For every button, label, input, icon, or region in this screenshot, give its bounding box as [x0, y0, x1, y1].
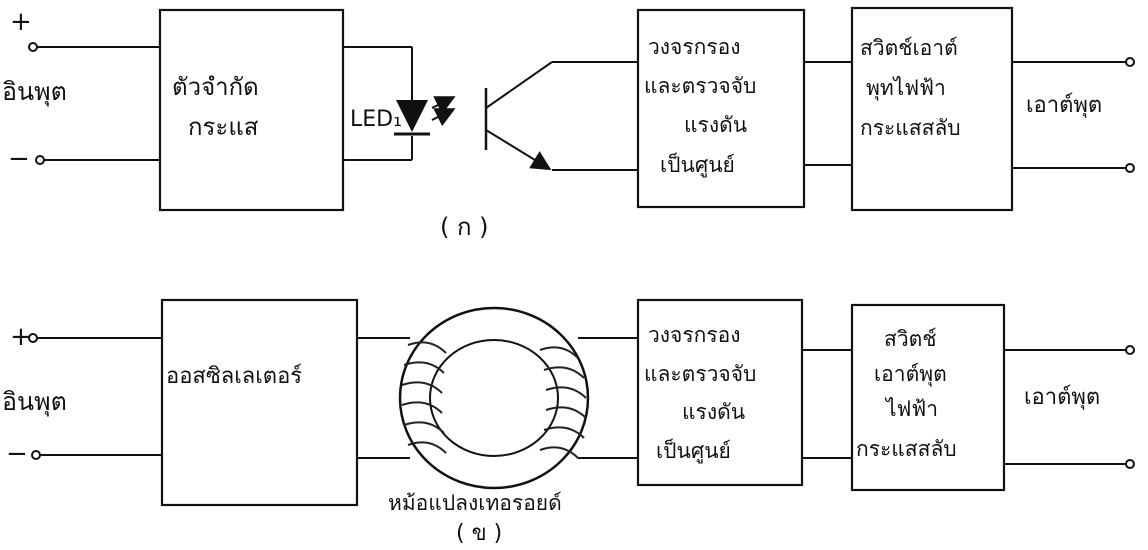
zero-detect-a-line4: เป็นศูนย์ [660, 151, 735, 178]
output-label-b: เอาต์พุต [1024, 385, 1100, 410]
zero-detect-a-line3: แรงดัน [684, 113, 747, 137]
output-terminal-bottom-a [1125, 163, 1135, 173]
input-plus-a: + [10, 7, 32, 37]
zero-detect-a-line2: และตรวจจับ [644, 74, 756, 98]
input-terminal-minus-b [31, 450, 41, 460]
output-terminal-top-a [1125, 57, 1135, 67]
ac-switch-b-line3: ไฟฟ้า [884, 397, 938, 421]
output-label-a: เอาต์พุต [1026, 93, 1102, 118]
diagram-b: + อินพุต − ออสซิลเลเตอร์ หม้อแปลงเทอรอยด… [2, 298, 1135, 546]
toroidal-transformer-icon [398, 306, 590, 490]
input-minus-a: − [8, 144, 30, 174]
zero-detect-a-line1: วงจรกรอง [648, 35, 741, 59]
output-terminal-top-b [1125, 345, 1135, 355]
input-plus-b: + [10, 322, 32, 352]
zero-detect-block-b [636, 298, 804, 487]
input-minus-b: − [6, 439, 28, 469]
input-label-a: อินพุต [2, 77, 67, 107]
caption-b: ( ข ) [456, 521, 502, 546]
diagram-a: + อินพุต − ตัวจำกัด กระแส LED₁ [2, 6, 1135, 241]
current-limiter-label-line1: ตัวจำกัด [172, 73, 259, 101]
input-terminal-plus-b [28, 333, 38, 343]
oscillator-label: ออสซิลเลเตอร์ [166, 364, 302, 389]
phototransistor-icon [484, 61, 553, 171]
ac-switch-a-line2: พุทไฟฟ้า [866, 76, 946, 101]
ac-switch-a-line3: กระแสสลับ [860, 116, 961, 140]
ac-switch-a-line1: สวิตช์เอาต์ [860, 36, 958, 60]
led-icon [394, 96, 456, 136]
input-label-b: อินพุต [2, 387, 67, 417]
zero-detect-b-line2: และตรวจจับ [644, 362, 756, 386]
current-limiter-label-line2: กระแส [188, 113, 259, 141]
ac-switch-b-line4: กระแสสลับ [856, 437, 957, 461]
ac-switch-block-a [850, 6, 1014, 212]
input-terminal-minus-a [35, 155, 45, 165]
ac-switch-b-line2: เอาต์พุต [874, 362, 947, 387]
caption-a: ( ก ) [440, 213, 489, 241]
led-label: LED₁ [350, 107, 402, 132]
oscillator-block [160, 298, 359, 507]
current-limiter-block [158, 8, 345, 212]
ac-switch-b-line1: สวิตช์ [884, 327, 937, 351]
zero-detect-b-line3: แรงดัน [682, 400, 745, 424]
zero-detect-block-a [636, 8, 806, 209]
zero-detect-b-line1: วงจรกรอง [648, 323, 741, 347]
input-terminal-plus-a [28, 42, 38, 52]
zero-detect-b-line4: เป็นศูนย์ [656, 437, 731, 464]
output-terminal-bottom-b [1125, 459, 1135, 469]
transformer-label: หม้อแปลงเทอรอยด์ [388, 491, 562, 515]
ac-switch-block-b [850, 303, 1006, 492]
